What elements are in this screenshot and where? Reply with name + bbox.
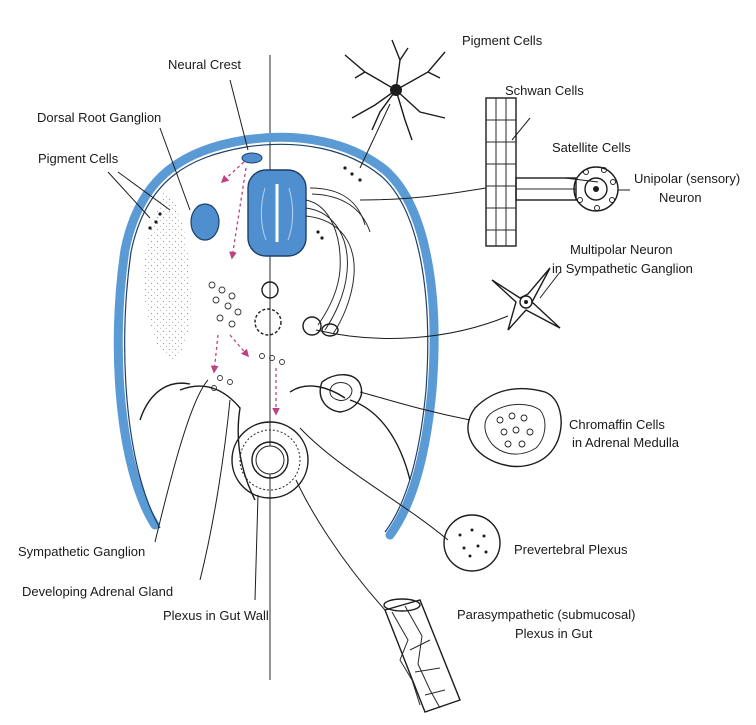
label-parasympathetic-line2: Plexus in Gut: [515, 626, 593, 641]
label-satellite-cells: Satellite Cells: [552, 140, 631, 155]
label-parasympathetic-line1: Parasympathetic (submucosal): [457, 607, 635, 622]
label-multipolar-line1: Multipolar Neuron: [570, 242, 673, 257]
dermis-stipple: [144, 190, 191, 359]
label-plexus-gut-wall: Plexus in Gut Wall: [163, 608, 269, 623]
label-unipolar-line2: Neuron: [659, 190, 702, 205]
label-chromaffin-line2: in Adrenal Medulla: [572, 435, 680, 450]
dorsal-root-ganglion: [191, 204, 219, 240]
neural-tube: [248, 170, 306, 256]
mesentery-left: [180, 386, 255, 500]
adrenal-medulla-local: [320, 375, 361, 412]
prevertebral-plexus: [444, 515, 500, 571]
unipolar-neuron: [574, 167, 618, 211]
neural-crest-cells: [242, 153, 262, 163]
melanocyte-nucleus: [390, 84, 402, 96]
sympathetic-ganglion-local: [303, 317, 321, 335]
aorta: [255, 309, 281, 335]
schwann-nerve-fiber: [486, 98, 576, 246]
label-sympathetic-ganglion: Sympathetic Ganglion: [18, 544, 145, 559]
chromaffin-cells: [468, 389, 561, 467]
label-schwan-cells: Schwan Cells: [505, 83, 584, 98]
label-dorsal-root-ganglion: Dorsal Root Ganglion: [37, 110, 161, 125]
label-pigment-cells-top: Pigment Cells: [462, 33, 543, 48]
multipolar-neuron: [492, 268, 560, 330]
label-multipolar-line2: in Sympathetic Ganglion: [552, 261, 693, 276]
label-developing-adrenal: Developing Adrenal Gland: [22, 584, 173, 599]
label-chromaffin-line1: Chromaffin Cells: [569, 417, 665, 432]
migrating-crest-cells: [209, 282, 285, 391]
label-prevertebral-plexus: Prevertebral Plexus: [514, 542, 628, 557]
parasympathetic-plexus-tube: [384, 599, 460, 712]
body-cavity-right: [350, 400, 410, 480]
mesentery-right: [290, 386, 345, 398]
spinal-nerve: [306, 188, 370, 336]
label-neural-crest: Neural Crest: [168, 57, 241, 72]
label-pigment-cells-left: Pigment Cells: [38, 151, 119, 166]
label-unipolar-line1: Unipolar (sensory): [634, 171, 740, 186]
